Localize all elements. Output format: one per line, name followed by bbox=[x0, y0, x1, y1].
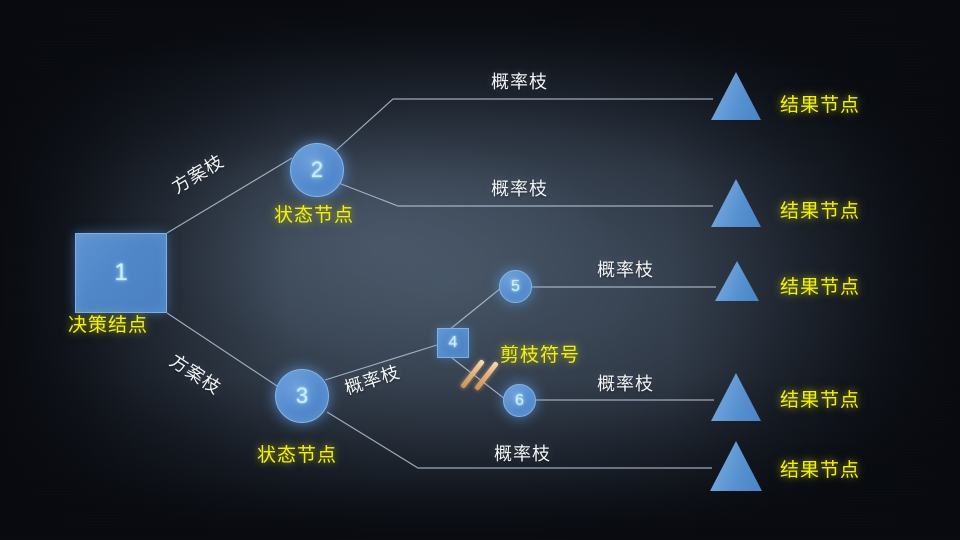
edge-3-r5 bbox=[326, 411, 712, 469]
node-state-3-id: 3 bbox=[295, 383, 309, 408]
result-triangle-5[interactable] bbox=[710, 441, 762, 491]
result-caption-1: 结果节点 bbox=[780, 95, 861, 116]
branch-label-prob-3: 概率枝 bbox=[597, 260, 654, 280]
branch-label-prob-2: 概率枝 bbox=[491, 179, 548, 199]
result-triangle-4[interactable] bbox=[711, 373, 761, 421]
node-state-3[interactable]: 3 bbox=[275, 369, 329, 423]
branch-label-prob-4: 概率枝 bbox=[597, 374, 654, 394]
result-caption-2: 结果节点 bbox=[780, 201, 861, 222]
node-state-2[interactable]: 2 bbox=[290, 143, 344, 197]
triangle-shape bbox=[711, 179, 761, 227]
node-state-5[interactable]: 5 bbox=[499, 270, 532, 303]
triangle-shape bbox=[715, 261, 759, 301]
branch-label-prob-1: 概率枝 bbox=[491, 72, 548, 92]
result-triangle-3[interactable] bbox=[715, 261, 759, 301]
edge-4-6 bbox=[451, 357, 506, 400]
edge-2-r2 bbox=[335, 181, 713, 207]
node-state-3-caption: 状态节点 bbox=[257, 445, 338, 466]
edge-3-4 bbox=[324, 344, 438, 381]
triangle-shape bbox=[710, 441, 762, 491]
edge-4-5 bbox=[448, 287, 502, 331]
triangle-shape bbox=[711, 72, 761, 120]
node-decision-4[interactable]: 4 bbox=[437, 328, 469, 358]
node-decision-4-id: 4 bbox=[448, 334, 458, 351]
edge-1-3 bbox=[166, 312, 278, 387]
result-caption-3: 结果节点 bbox=[780, 277, 861, 298]
edge-2-r1 bbox=[331, 98, 713, 155]
node-state-6[interactable]: 6 bbox=[503, 384, 536, 417]
branch-label-prob-5: 概率枝 bbox=[494, 444, 551, 464]
edge-1-2 bbox=[166, 157, 293, 234]
node-decision-1-id: 1 bbox=[114, 259, 128, 286]
result-caption-5: 结果节点 bbox=[780, 460, 861, 481]
result-caption-4: 结果节点 bbox=[780, 390, 861, 411]
node-decision-1-caption: 决策结点 bbox=[68, 315, 149, 336]
node-state-2-id: 2 bbox=[310, 157, 324, 182]
triangle-shape bbox=[711, 373, 761, 421]
result-triangle-2[interactable] bbox=[711, 179, 761, 227]
node-decision-1[interactable]: 1 bbox=[75, 233, 167, 313]
prune-symbol-caption: 剪枝符号 bbox=[500, 345, 581, 366]
result-triangle-1[interactable] bbox=[711, 72, 761, 120]
node-state-2-caption: 状态节点 bbox=[274, 205, 355, 226]
node-state-5-id: 5 bbox=[511, 277, 520, 295]
node-state-6-id: 6 bbox=[515, 391, 524, 409]
